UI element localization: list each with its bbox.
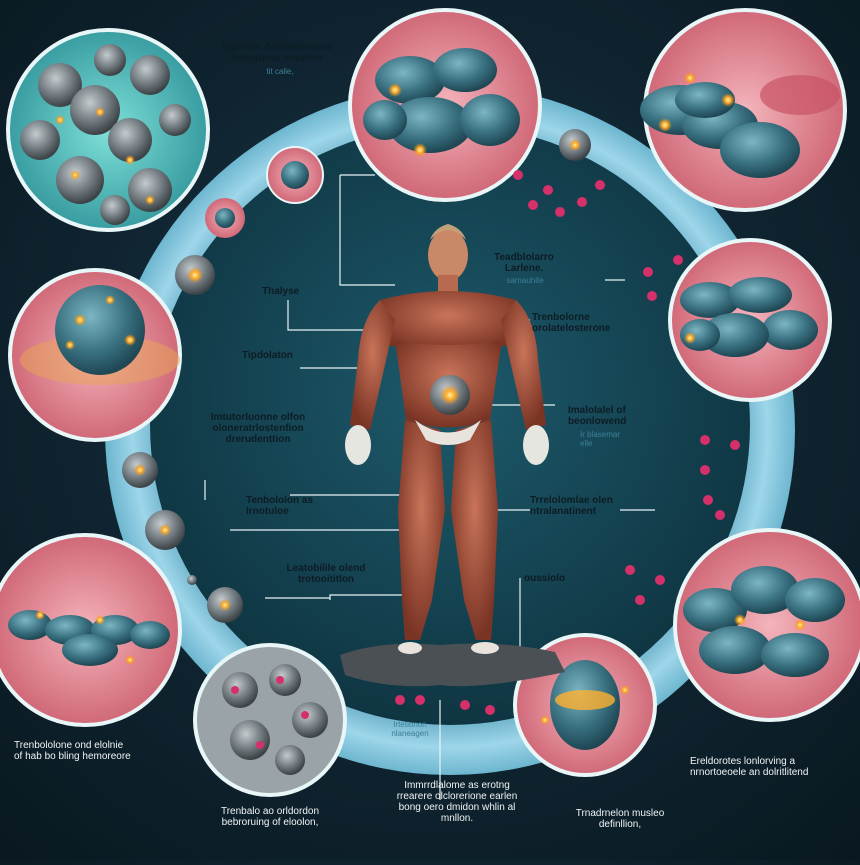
ground-rock — [340, 643, 565, 687]
cell-cluster-right-mid — [668, 238, 832, 402]
cell-cluster-top-right — [640, 8, 847, 212]
floating-cells — [122, 129, 591, 623]
human-muscle-figure — [345, 224, 549, 654]
cell-cluster-top-center — [348, 8, 542, 202]
cell-cluster-bottom-center-left — [193, 643, 347, 797]
cell-cluster-top-left — [6, 28, 210, 232]
cell-cluster-bottom-right — [673, 528, 860, 722]
cell-cluster-left-mid — [8, 268, 182, 442]
cell-cluster-bottom-left — [0, 533, 182, 727]
molecule-dots — [395, 170, 740, 715]
